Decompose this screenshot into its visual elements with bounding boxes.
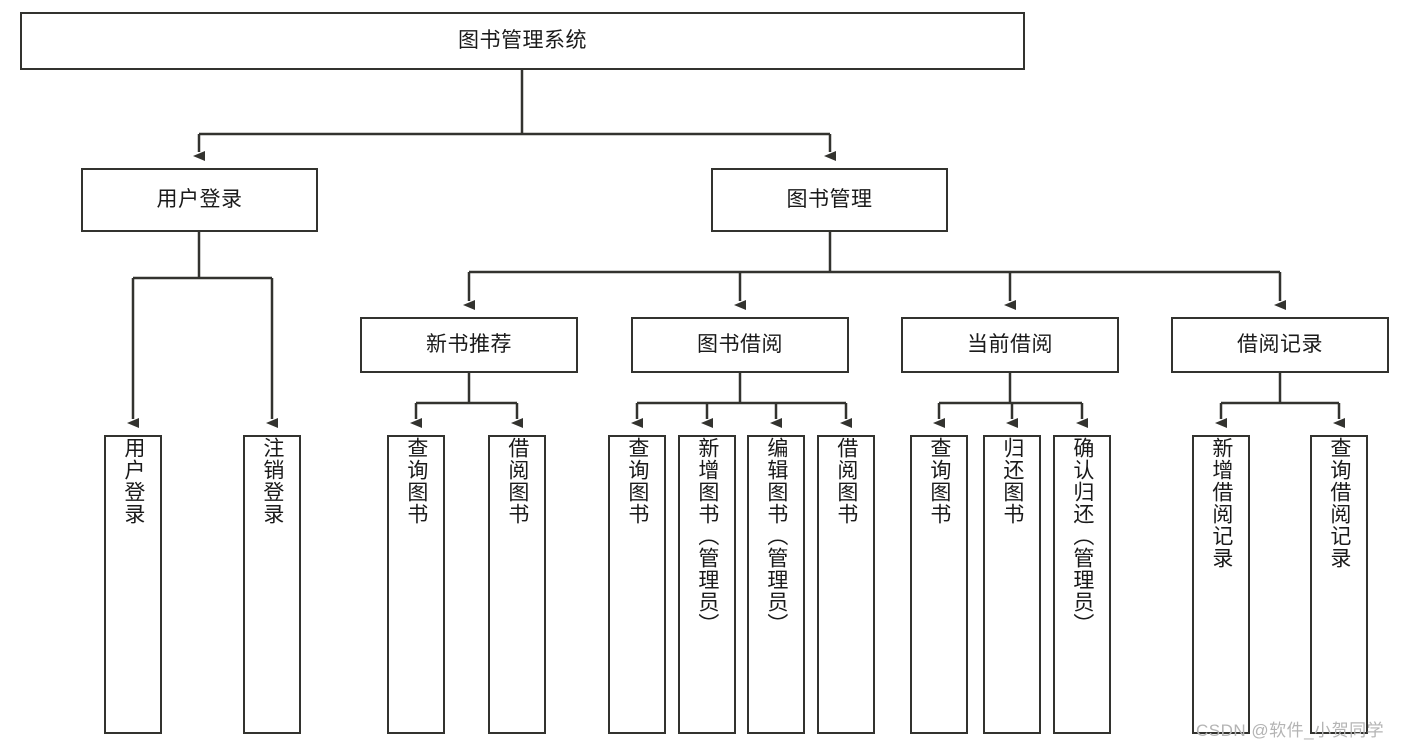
node-leaf-borrow-book-1[interactable]: 借阅图书 xyxy=(488,435,546,734)
node-leaf-confirm-return-label: 确认归还（管理员） xyxy=(1070,437,1094,635)
node-leaf-query-book-3-label: 查询图书 xyxy=(927,437,951,525)
node-leaf-user-login[interactable]: 用户登录 xyxy=(104,435,162,734)
node-leaf-query-book-2[interactable]: 查询图书 xyxy=(608,435,666,734)
node-current-borrow-label: 当前借阅 xyxy=(967,333,1053,357)
node-leaf-edit-book[interactable]: 编辑图书（管理员） xyxy=(747,435,805,734)
node-leaf-logout[interactable]: 注销登录 xyxy=(243,435,301,734)
node-new-book-recommend[interactable]: 新书推荐 xyxy=(360,317,578,373)
node-leaf-add-record[interactable]: 新增借阅记录 xyxy=(1192,435,1250,734)
node-book-manage[interactable]: 图书管理 xyxy=(711,168,948,232)
node-leaf-add-record-label: 新增借阅记录 xyxy=(1209,437,1233,569)
node-leaf-query-book-2-label: 查询图书 xyxy=(625,437,649,525)
node-root[interactable]: 图书管理系统 xyxy=(20,12,1025,70)
node-root-label: 图书管理系统 xyxy=(458,29,587,53)
csdn-watermark: CSDN @软件_小贺同学 xyxy=(1196,721,1385,740)
node-new-book-recommend-label: 新书推荐 xyxy=(426,333,512,357)
node-leaf-logout-label: 注销登录 xyxy=(260,437,284,525)
node-leaf-add-book-label: 新增图书（管理员） xyxy=(695,437,719,635)
node-leaf-query-record[interactable]: 查询借阅记录 xyxy=(1310,435,1368,734)
node-leaf-borrow-book-1-label: 借阅图书 xyxy=(505,437,529,525)
node-book-borrow-label: 图书借阅 xyxy=(697,333,783,357)
node-leaf-query-book-3[interactable]: 查询图书 xyxy=(910,435,968,734)
node-leaf-return-book[interactable]: 归还图书 xyxy=(983,435,1041,734)
node-leaf-confirm-return[interactable]: 确认归还（管理员） xyxy=(1053,435,1111,734)
node-leaf-borrow-book-2-label: 借阅图书 xyxy=(834,437,858,525)
node-borrow-record[interactable]: 借阅记录 xyxy=(1171,317,1389,373)
node-leaf-query-book-1-label: 查询图书 xyxy=(404,437,428,525)
node-leaf-query-record-label: 查询借阅记录 xyxy=(1327,437,1351,569)
node-current-borrow[interactable]: 当前借阅 xyxy=(901,317,1119,373)
node-book-manage-label: 图书管理 xyxy=(786,188,873,212)
node-leaf-edit-book-label: 编辑图书（管理员） xyxy=(764,437,788,635)
node-user-login-label: 用户登录 xyxy=(156,188,243,212)
node-leaf-add-book[interactable]: 新增图书（管理员） xyxy=(678,435,736,734)
node-user-login[interactable]: 用户登录 xyxy=(81,168,318,232)
node-leaf-borrow-book-2[interactable]: 借阅图书 xyxy=(817,435,875,734)
node-leaf-return-book-label: 归还图书 xyxy=(1000,437,1024,525)
node-leaf-user-login-label: 用户登录 xyxy=(121,437,145,525)
node-book-borrow[interactable]: 图书借阅 xyxy=(631,317,849,373)
node-borrow-record-label: 借阅记录 xyxy=(1237,333,1323,357)
node-leaf-query-book-1[interactable]: 查询图书 xyxy=(387,435,445,734)
